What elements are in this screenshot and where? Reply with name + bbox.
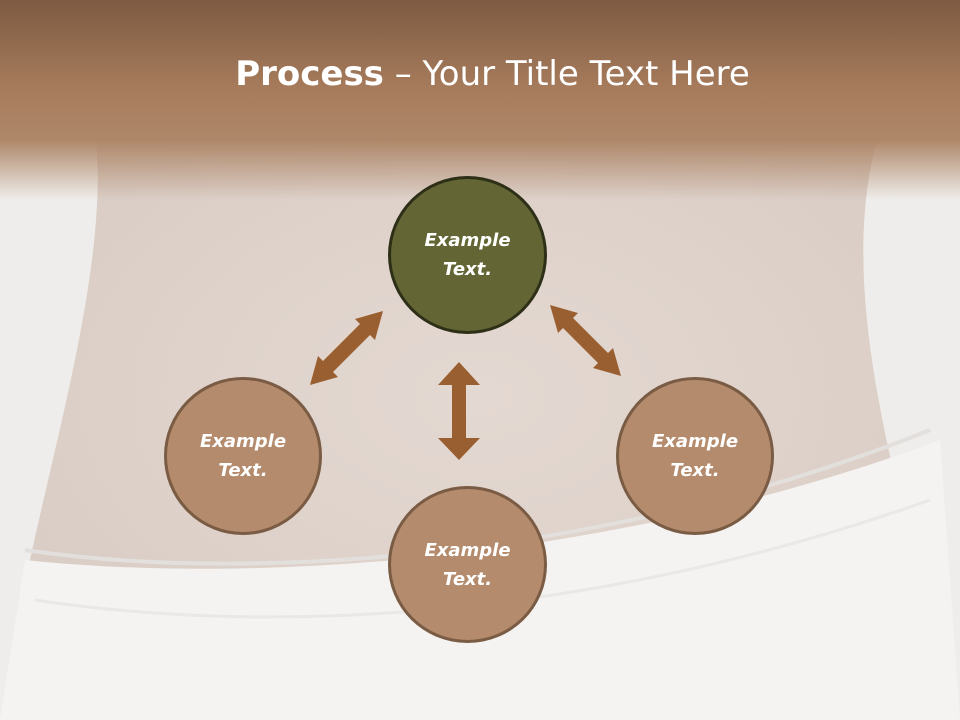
title-rest: – Your Title Text Here (383, 54, 750, 94)
arrow-top-right (550, 305, 621, 376)
process-node-top: Example Text. (388, 176, 547, 334)
process-node-right: Example Text. (616, 377, 774, 535)
node-label: Example Text. (199, 431, 287, 481)
page-title: Process – Your Title Text Here (0, 52, 960, 96)
process-node-bottom: Example Text. (388, 486, 547, 643)
title-bold: Process (235, 54, 384, 94)
arrow-top-left (310, 311, 383, 385)
arrow-vertical (438, 362, 480, 460)
process-node-left: Example Text. (164, 377, 322, 535)
node-label: Example Text. (424, 539, 511, 590)
node-label: Example Text. (651, 431, 739, 481)
node-label: Example Text. (424, 230, 511, 280)
